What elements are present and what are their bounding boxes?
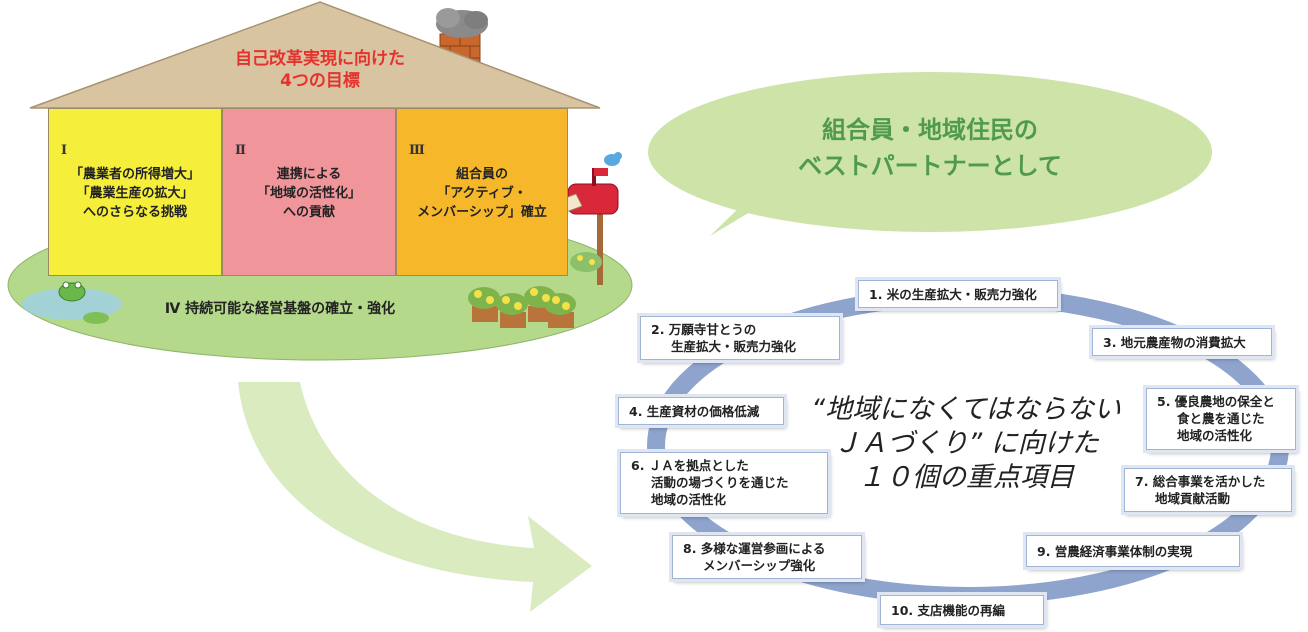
goal-2-line: 「地域の活性化」 — [256, 186, 361, 201]
item-2-label: 生産拡大・販売力強化 — [671, 339, 797, 354]
bubble-text: 組合員・地域住民の ベストパートナーとして — [740, 112, 1120, 184]
pond — [22, 288, 122, 320]
item-6-label: 地域の活性化 — [651, 492, 727, 507]
goal-3-line: 組合員の — [455, 167, 508, 182]
item-box-5: 5. 優良農地の保全と 食と農を通じた 地域の活性化 — [1146, 388, 1296, 450]
center-line2: ＪＡづくり” に向けた — [833, 428, 1099, 459]
item-9-label: 9. 営農経済事業体制の実現 — [1037, 544, 1193, 559]
mailbox-post — [597, 205, 603, 285]
goal-2-line: への貢献 — [282, 205, 335, 220]
item-8-label: メンバーシップ強化 — [703, 558, 816, 573]
item-box-8: 8. 多様な運営参画による メンバーシップ強化 — [672, 535, 862, 579]
item-box-10: 10. 支店機能の再編 — [880, 595, 1044, 625]
flower-pots-icon — [468, 286, 576, 328]
goal-1-line: へのさらなる挑戦 — [82, 205, 187, 220]
item-box-6: 6. ＪＡを拠点とした 活動の場づくりを通じた 地域の活性化 — [620, 452, 828, 514]
goal-3-number: Ⅲ — [409, 143, 425, 158]
goal-2-wall: Ⅱ 連携による 「地域の活性化」 への貢献 — [222, 108, 396, 276]
center-line1: “地域になくてはならない — [811, 394, 1121, 425]
item-5-label: 地域の活性化 — [1177, 428, 1253, 443]
goal-1-number: Ⅰ — [61, 143, 68, 158]
item-box-7: 7. 総合事業を活かした 地域貢献活動 — [1124, 468, 1292, 512]
item-6-label: 活動の場づくりを通じた — [651, 475, 789, 490]
speech-bubble-body — [648, 72, 1212, 232]
goal-3-wall: Ⅲ 組合員の 「アクティブ・ メンバーシップ」確立 — [396, 108, 568, 276]
goal-2-line: 連携による — [276, 167, 342, 182]
item-box-2: 2. 万願寺甘とうの 生産拡大・販売力強化 — [640, 316, 840, 360]
item-5-label: 食と農を通じた — [1177, 411, 1265, 426]
item-3-label: 3. 地元農産物の消費拡大 — [1103, 335, 1246, 350]
bubble-line2: ベストパートナーとして — [798, 152, 1062, 180]
item-2-label: 2. 万願寺甘とうの — [651, 322, 757, 337]
item-10-label: 10. 支店機能の再編 — [891, 603, 1005, 618]
goal-2-number: Ⅱ — [235, 143, 246, 158]
center-line3: １０個の重点項目 — [858, 462, 1074, 493]
item-box-9: 9. 営農経済事業体制の実現 — [1026, 535, 1240, 567]
item-7-label: 7. 総合事業を活かした — [1135, 474, 1266, 489]
item-box-4: 4. 生産資材の価格低減 — [618, 397, 784, 425]
item-6-label: 6. ＪＡを拠点とした — [631, 458, 749, 473]
goal-3-line: 「アクティブ・ — [437, 186, 527, 201]
goal-1-line: 「農業生産の拡大」 — [76, 186, 194, 201]
goal-3-line: メンバーシップ」確立 — [417, 205, 547, 220]
item-4-label: 4. 生産資材の価格低減 — [629, 404, 760, 419]
item-box-3: 3. 地元農産物の消費拡大 — [1092, 328, 1272, 356]
curved-arrow — [238, 382, 592, 612]
house-title-line2: 4つの目標 — [280, 71, 360, 91]
item-5-label: 5. 優良農地の保全と — [1157, 394, 1275, 409]
lily-pad — [83, 312, 109, 324]
house-title: 自己改革実現に向けた 4つの目標 — [200, 48, 440, 92]
item-8-label: 8. 多様な運営参画による — [683, 541, 826, 556]
house-title-line1: 自己改革実現に向けた — [235, 49, 405, 69]
item-1-label: 1. 米の生産拡大・販売力強化 — [869, 287, 1037, 302]
plant-icon — [570, 252, 602, 272]
foundation-label: Ⅳ 持続可能な経営基盤の確立・強化 — [164, 301, 396, 317]
item-7-label: 地域貢献活動 — [1155, 491, 1231, 506]
item-box-1: 1. 米の生産拡大・販売力強化 — [858, 280, 1058, 308]
bubble-line1: 組合員・地域住民の — [822, 116, 1038, 144]
goal-1-wall: Ⅰ 「農業者の所得増大」 「農業生産の拡大」 へのさらなる挑戦 — [48, 108, 222, 276]
ring-center-text: “地域になくてはならない ＪＡづくり” に向けた １０個の重点項目 — [786, 393, 1146, 495]
goal-1-line: 「農業者の所得増大」 — [69, 167, 200, 182]
